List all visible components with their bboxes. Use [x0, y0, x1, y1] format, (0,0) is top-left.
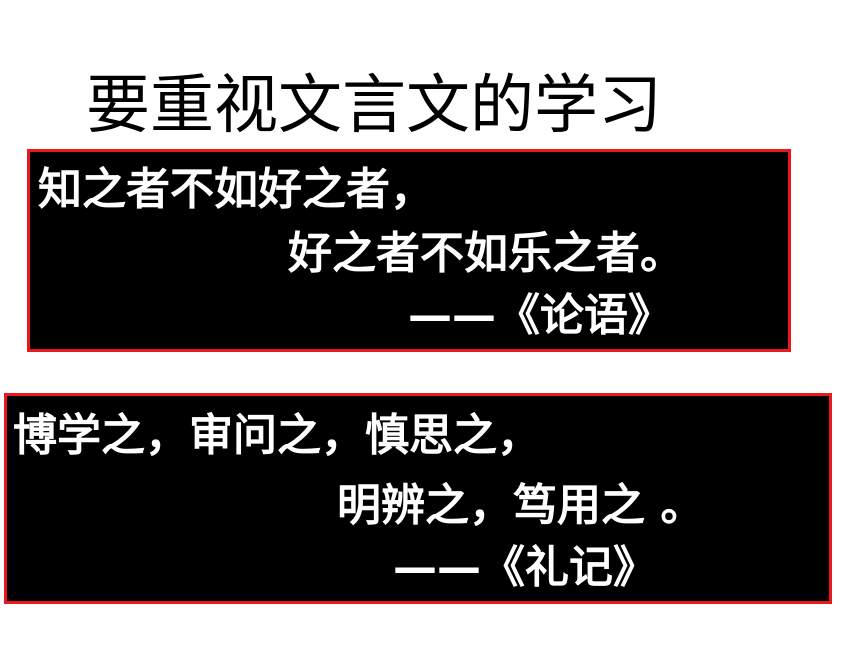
quote-line-1: 知之者不如好之者，	[38, 164, 434, 215]
quote-source: ——《礼记》	[393, 542, 657, 593]
quote-line-1: 博学之，审问之，慎思之，	[13, 410, 541, 461]
quote-line-2: 好之者不如乐之者。	[288, 228, 684, 279]
quote-line-2: 明辨之，笃用之 。	[337, 480, 705, 531]
quote-box-liji: 博学之，审问之，慎思之， 明辨之，笃用之 。 ——《礼记》	[4, 393, 832, 604]
quote-source: ——《论语》	[408, 290, 672, 341]
page-title: 要重视文言文的学习	[86, 69, 662, 143]
quote-box-lunyu: 知之者不如好之者， 好之者不如乐之者。 ——《论语》	[27, 149, 791, 352]
